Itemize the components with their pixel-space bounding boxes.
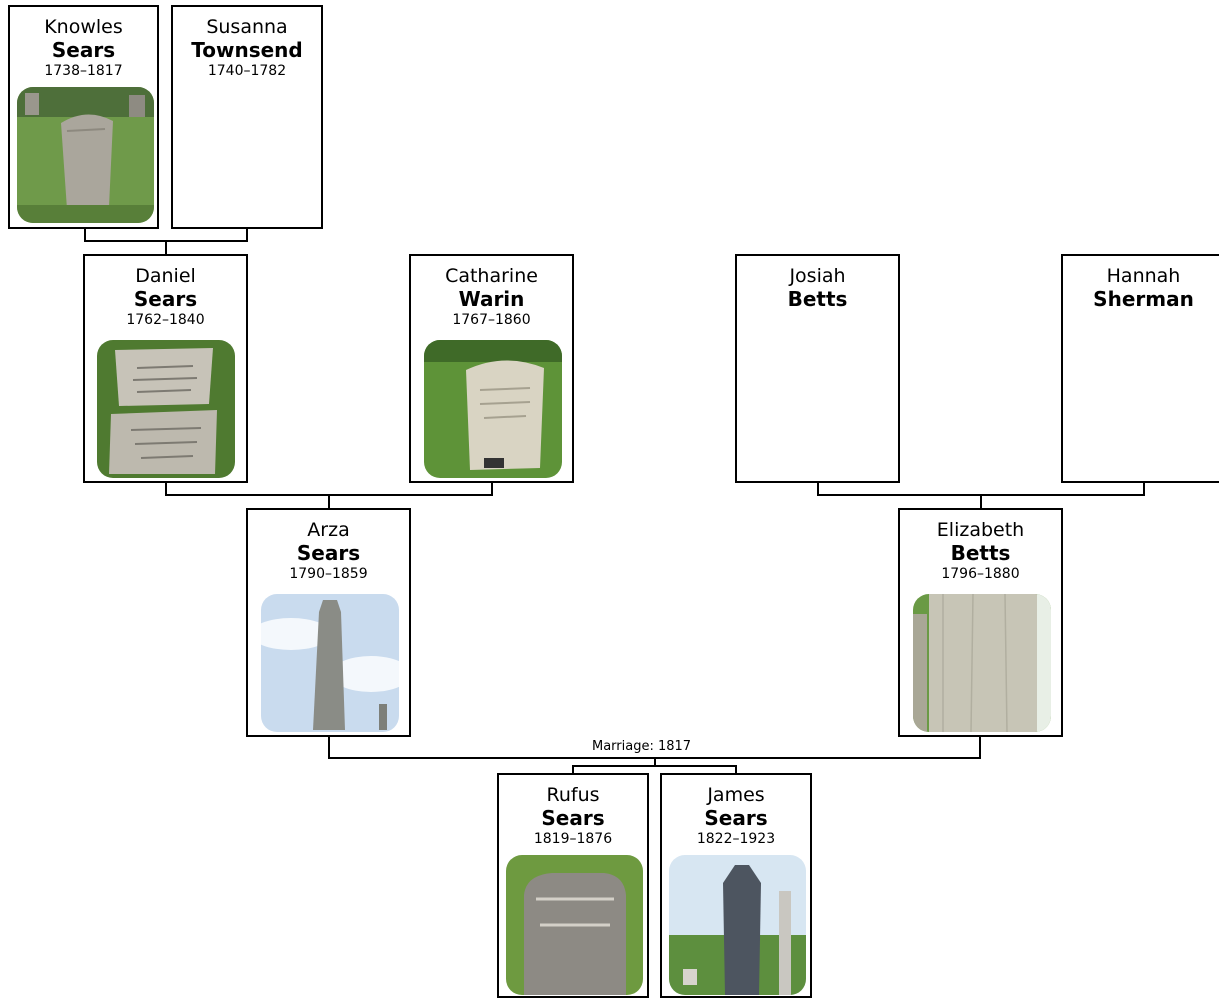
connector-line — [979, 736, 981, 758]
surname: Sears — [133, 287, 198, 311]
given-name: Rufus — [546, 784, 600, 806]
life-years: 1762–1840 — [126, 312, 205, 328]
given-name: Knowles — [44, 16, 123, 38]
connector-line — [735, 765, 737, 775]
surname: Warin — [458, 287, 525, 311]
given-name: Daniel — [135, 265, 196, 287]
surname: Sears — [296, 541, 361, 565]
connector-line — [165, 482, 167, 495]
gravestone-photo[interactable] — [97, 340, 235, 478]
person-card-hannah[interactable]: Hannah Sherman — [1061, 254, 1219, 483]
connector-line — [328, 494, 330, 510]
gravestone-photo[interactable] — [669, 855, 806, 995]
given-name: Catharine — [445, 265, 538, 287]
surname: Sears — [51, 38, 116, 62]
connector-line — [817, 482, 819, 495]
connector-line — [491, 482, 493, 495]
given-name: Elizabeth — [936, 519, 1025, 541]
given-name: Josiah — [789, 265, 846, 287]
given-name: James — [707, 784, 765, 806]
person-card-catharine[interactable]: Catharine Warin 1767–1860 — [409, 254, 574, 483]
life-years: 1819–1876 — [533, 831, 613, 847]
life-years: 1790–1859 — [289, 566, 368, 582]
life-years: 1822–1923 — [696, 831, 776, 847]
person-card-daniel[interactable]: Daniel Sears 1762–1840 — [83, 254, 248, 483]
person-card-elizabeth[interactable]: Elizabeth Betts 1796–1880 — [898, 508, 1063, 737]
connector-line — [572, 765, 737, 767]
person-card-rufus[interactable]: Rufus Sears 1819–1876 — [497, 773, 649, 998]
connector-line — [572, 765, 574, 775]
surname: Betts — [787, 287, 848, 311]
life-years: 1767–1860 — [452, 312, 531, 328]
given-name: Susanna — [206, 16, 288, 38]
surname: Townsend — [191, 38, 303, 62]
gravestone-photo[interactable] — [17, 87, 154, 223]
gravestone-photo[interactable] — [506, 855, 643, 995]
gravestone-photo[interactable] — [913, 594, 1051, 732]
person-card-josiah[interactable]: Josiah Betts — [735, 254, 900, 483]
gravestone-photo[interactable] — [261, 594, 399, 732]
connector-line — [980, 494, 982, 510]
life-years: 1740–1782 — [207, 63, 287, 79]
connector-line — [328, 736, 330, 758]
given-name: Hannah — [1106, 265, 1181, 287]
given-name: Arza — [307, 519, 350, 541]
marriage-label: Marriage: 1817 — [590, 739, 694, 755]
connector-line — [84, 228, 86, 241]
connector-line — [1143, 482, 1145, 495]
surname: Betts — [950, 541, 1011, 565]
connector-line — [165, 240, 167, 256]
gravestone-photo[interactable] — [424, 340, 562, 478]
person-card-knowles[interactable]: Knowles Sears 1738–1817 — [8, 5, 159, 229]
connector-line — [246, 228, 248, 241]
life-years: 1738–1817 — [44, 63, 123, 79]
surname: Sears — [704, 806, 768, 830]
life-years: 1796–1880 — [941, 566, 1020, 582]
surname: Sherman — [1093, 287, 1194, 311]
person-card-arza[interactable]: Arza Sears 1790–1859 — [246, 508, 411, 737]
connector-line — [654, 757, 656, 766]
surname: Sears — [541, 806, 605, 830]
person-card-susanna[interactable]: Susanna Townsend 1740–1782 — [171, 5, 323, 229]
person-card-james[interactable]: James Sears 1822–1923 — [660, 773, 812, 998]
